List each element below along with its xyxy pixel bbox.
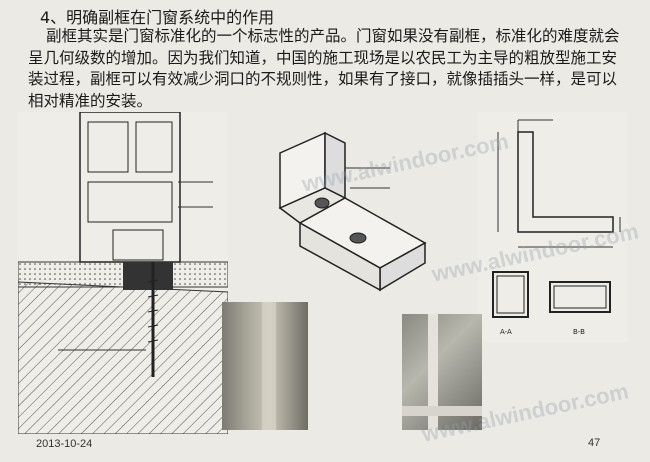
installation-photo-right <box>402 314 482 430</box>
section-heading: 4、明确副框在门窗系统中的作用 <box>40 8 275 27</box>
installation-photo-left <box>222 302 308 430</box>
bracket-orthographic-drawing: A-A B-B <box>478 112 628 342</box>
window-section-drawing <box>18 112 228 434</box>
bracket-isometric-drawing <box>278 131 427 292</box>
page-number: 47 <box>588 437 601 449</box>
footer-date: 2013-10-24 <box>36 438 93 450</box>
body-paragraph-text: 副框其实是门窗标准化的一个标志性的产品。门窗如果没有副框，标准化的难度就会呈几何… <box>28 27 620 110</box>
section-label-a: A-A <box>500 328 512 336</box>
section-label-b: B-B <box>573 328 585 336</box>
body-paragraph: 副框其实是门窗标准化的一个标志性的产品。门窗如果没有副框，标准化的难度就会呈几何… <box>28 26 628 112</box>
